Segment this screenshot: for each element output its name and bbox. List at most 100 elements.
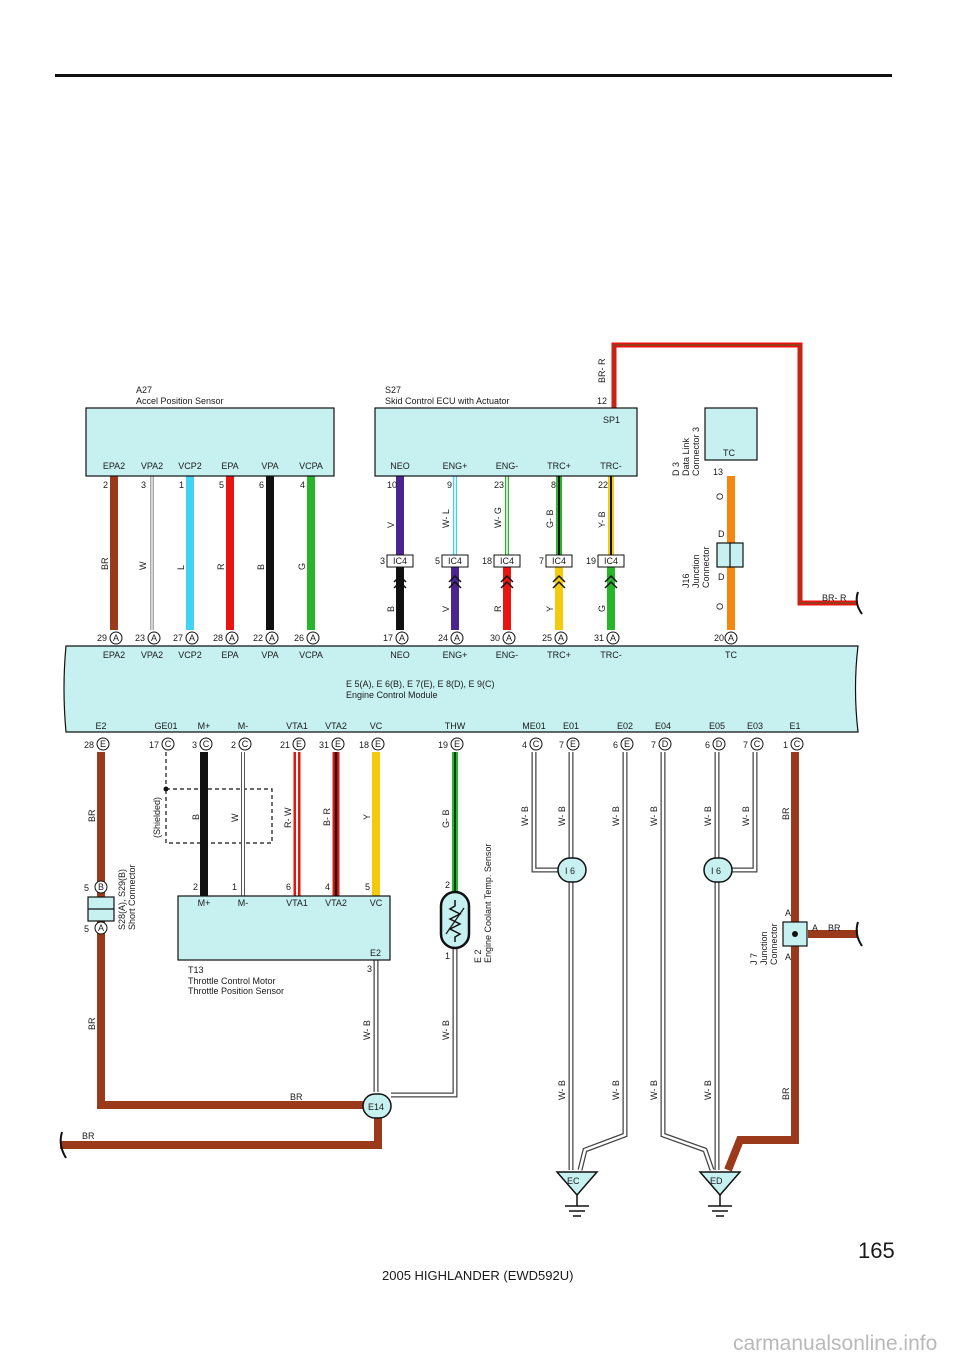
lbl-e05: W- B: [703, 806, 713, 826]
s27-ic-box-2: [493, 554, 521, 568]
a27-ecm-conn-4: A: [269, 633, 275, 643]
ecm-bot-term-3: M-: [238, 721, 249, 731]
s27-pin-2: 23: [494, 480, 504, 490]
lbl-e2-upper: BR: [87, 809, 97, 822]
s27-ecm-conn-2: A: [506, 633, 512, 643]
ecm-bot-conn-11: D: [662, 739, 669, 749]
lbl-e2s-gnd: W- B: [441, 1020, 451, 1040]
s27-ic-box-4: [597, 554, 625, 568]
a27-term-5: VCPA: [299, 461, 323, 471]
lbl-main-br: BR: [82, 1131, 95, 1141]
s27-ecm-conn-4: A: [610, 633, 616, 643]
a27-ecm-conn-0: A: [113, 633, 119, 643]
tc-d2: D: [718, 572, 725, 582]
ecm-bot-conn-13: C: [754, 739, 761, 749]
brr-label-1: BR- R: [597, 358, 607, 383]
a27-ecm-pin-3: 28: [213, 633, 223, 643]
a27-pin-0: 2: [103, 480, 108, 490]
lbl-e1-lower: BR: [781, 1087, 791, 1100]
lbl-shielded: (Shielded): [152, 797, 162, 838]
s27-upper-color-0: V: [386, 522, 396, 528]
footer-title: 2005 HIGHLANDER (EWD592U): [382, 1268, 573, 1283]
ecm-bot-pin-0: 28: [84, 740, 94, 750]
ecm-bot-pin-8: 4: [522, 740, 527, 750]
s27-code: S27: [385, 385, 401, 395]
a27-ecm-pin-4: 22: [253, 633, 263, 643]
s27-term-1: ENG+: [443, 461, 468, 471]
s27-term-4: TRC-: [600, 461, 622, 471]
a27-name: Accel Position Sensor: [136, 396, 224, 406]
tc-ecm-conn: A: [728, 633, 734, 643]
a27-term-3: EPA: [221, 461, 238, 471]
s27-ecm-pin-4: 31: [594, 633, 604, 643]
s27-pin-4: 22: [598, 480, 608, 490]
tc-upper-color: O: [715, 493, 725, 500]
ecm-bot-term-7: THW: [445, 721, 466, 731]
s27-pin12: 12: [597, 396, 607, 406]
s27-ecm-conn-1-circle: [450, 631, 464, 645]
ecm-top-term-2: VCP2: [178, 650, 202, 660]
lbl-ec-a: W- B: [557, 1080, 567, 1100]
lbl-j7-pin-bot: A: [785, 952, 791, 962]
a27-term-4: VPA: [261, 461, 278, 471]
s27-ic-4: IC4: [604, 556, 618, 566]
ecm-bot-term-11: E04: [655, 721, 671, 731]
ecm-bot-conn-4: E: [296, 739, 302, 749]
s27-term-0: NEO: [390, 461, 410, 471]
a27-ecm-conn-1: A: [151, 633, 157, 643]
s27-ecm-conn-0-circle: [395, 631, 409, 645]
s27-ic-3: IC4: [552, 556, 566, 566]
ecm-bot-term-4: VTA1: [286, 721, 308, 731]
ecm-bot-conn-14-circle: [790, 737, 804, 751]
s27-ic-pin-1: 5: [435, 556, 440, 566]
s27-term-2: ENG-: [496, 461, 519, 471]
s27-upper-color-2: W- G: [493, 507, 503, 528]
t13-ground: E2: [370, 948, 381, 958]
ecm-bot-conn-10: E: [624, 739, 630, 749]
d3-name: Data Link: [681, 437, 691, 476]
t13-gnd-pin: 3: [367, 964, 372, 974]
a27-ecm-conn-3: A: [229, 633, 235, 643]
ecm-top-term-0: EPA2: [103, 650, 125, 660]
j7-code: J 7: [749, 953, 759, 965]
e2s-top-pin: 2: [445, 880, 450, 890]
j16-code: J16: [681, 573, 691, 588]
s27-ic-2: IC4: [500, 556, 514, 566]
ecm-top-term-6: NEO: [390, 650, 410, 660]
t13-name2: Throttle Position Sensor: [188, 986, 284, 996]
ecm-bot-conn-9-circle: [566, 737, 580, 751]
ground-ec: EC: [567, 1176, 580, 1186]
j7-name: Junction: [759, 931, 769, 965]
s27-ic-box-0: [386, 554, 414, 568]
ecm-bot-pin-6: 18: [359, 740, 369, 750]
lbl-e04: W- B: [649, 806, 659, 826]
lbl-vta1: R- W: [283, 807, 293, 828]
i6-splices: I 6 I 6: [557, 857, 733, 883]
ecm-bot-conn-2: C: [203, 739, 210, 749]
ecm-bot-pin-4: 21: [280, 740, 290, 750]
lbl-s28-pin-a: 5: [84, 924, 89, 934]
ecm-bot-pin-2: 3: [192, 740, 197, 750]
ecm-bot-pin-11: 7: [651, 740, 656, 750]
s27-term-3: TRC+: [547, 461, 571, 471]
lbl-m-plus: B: [191, 814, 201, 820]
ecm-bot-pin-1: 17: [149, 740, 159, 750]
a27-ecm-conn-4-circle: [265, 631, 279, 645]
s27-ecm-conn-3: A: [558, 633, 564, 643]
a27-wires: [110, 476, 315, 630]
ecm-name: Engine Control Module: [346, 690, 438, 700]
t13-term-2: VTA1: [286, 898, 308, 908]
lbl-e02: W- B: [611, 806, 621, 826]
ecm-bot-pin-10: 6: [613, 740, 618, 750]
s27-ecm-conn-3-circle: [554, 631, 568, 645]
a27-ecm-conn-2-circle: [185, 631, 199, 645]
s28-name: Short Connector: [127, 864, 137, 930]
t13-term-3: VTA2: [325, 898, 347, 908]
s27-ecm-pin-3: 25: [542, 633, 552, 643]
lbl-thw: G- B: [441, 809, 451, 828]
lbl-e03: W- B: [741, 806, 751, 826]
tc-ecm-conn-circle: [724, 631, 738, 645]
